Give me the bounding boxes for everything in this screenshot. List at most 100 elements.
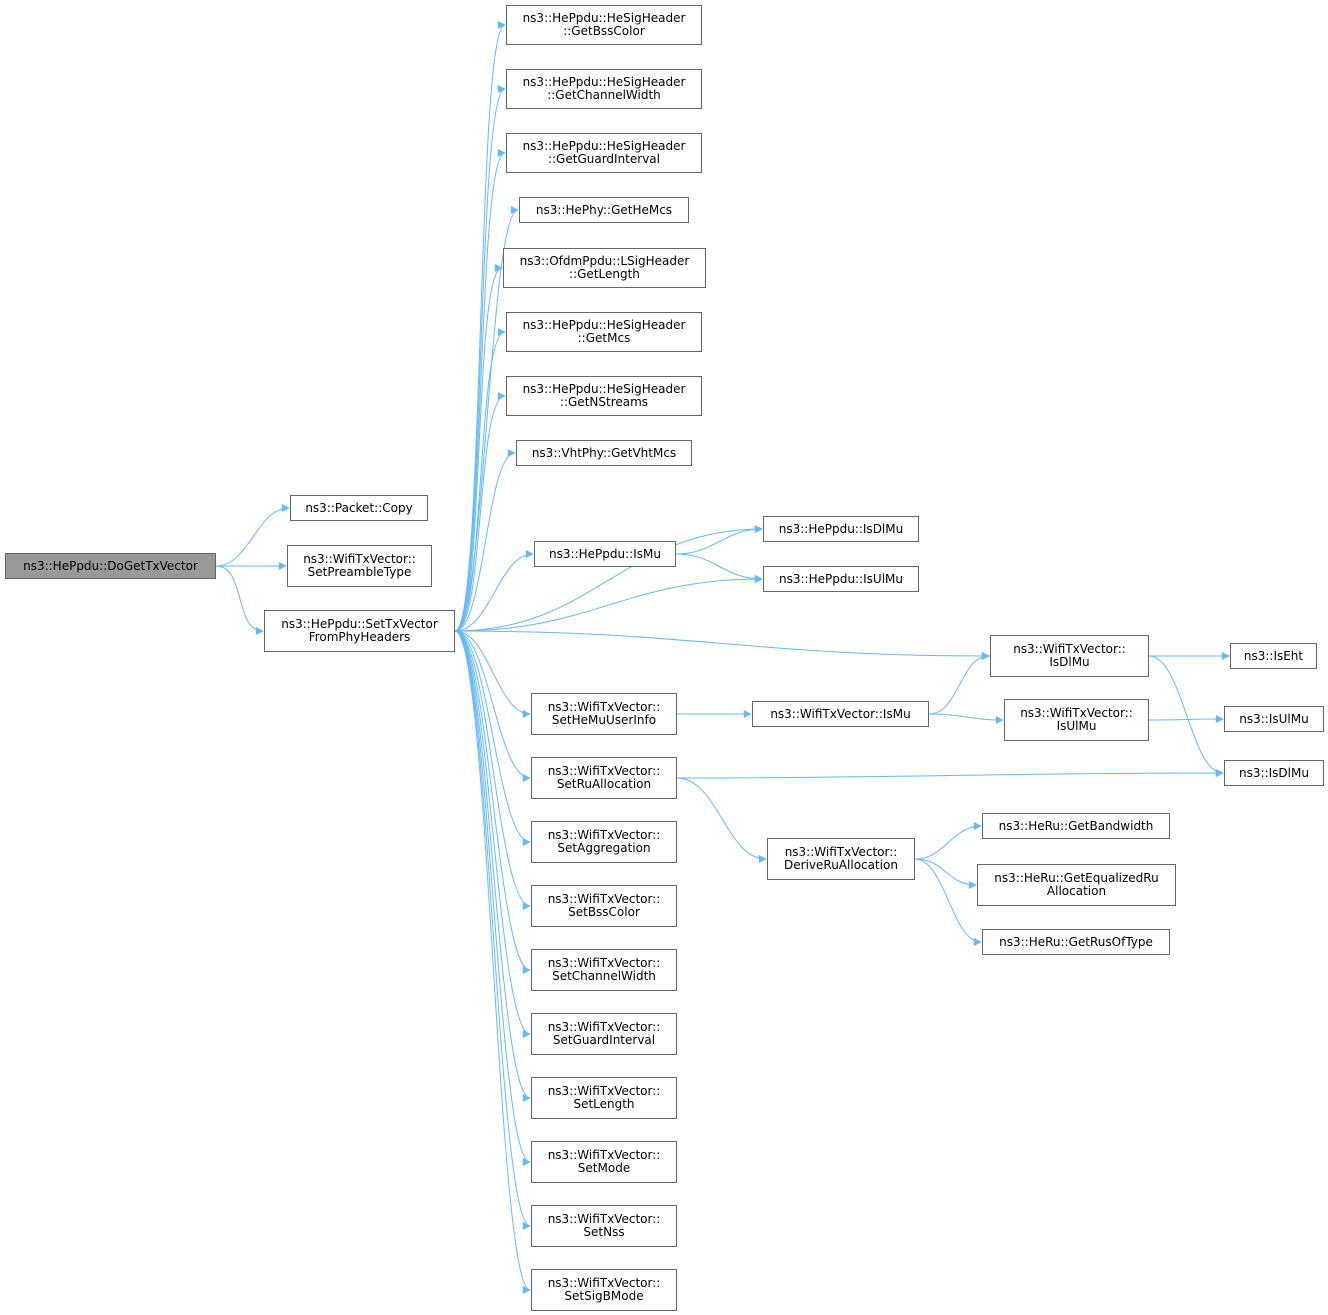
node-label-line: ns3::HePpdu::IsMu: [549, 546, 661, 561]
node-set-bss-color[interactable]: ns3::WifiTxVector::SetBssColor: [531, 885, 677, 927]
node-label-line: ns3::HeRu::GetBandwidth: [998, 818, 1154, 833]
node-label-line: ns3::HePpdu::HeSigHeader: [522, 139, 686, 153]
node-label-line: ns3::HeRu::GetRusOfType: [999, 934, 1153, 949]
node-get-vht-mcs[interactable]: ns3::VhtPhy::GetVhtMcs: [516, 440, 692, 466]
node-label-line: DeriveRuAllocation: [784, 858, 898, 872]
edge-set-txvector-from-phy-headers-to-get-vht-mcs: [454, 449, 516, 632]
edge-wtv-ismu-to-wtv-isulmu: [928, 713, 1004, 724]
edge-set-txvector-from-phy-headers-to-wtv-isdlmu: [454, 630, 990, 660]
edge-derive-ru-allocation-to-heru-get-rus-of-type: [914, 858, 982, 946]
node-set-length[interactable]: ns3::WifiTxVector::SetLength: [531, 1077, 677, 1119]
node-label-line: ns3::IsDlMu: [1239, 765, 1309, 780]
node-get-channel-width[interactable]: ns3::HePpdu::HeSigHeader::GetChannelWidt…: [506, 69, 702, 109]
node-label-line: ns3::HePpdu::SetTxVector: [281, 617, 438, 631]
node-label-line: SetMode: [577, 1161, 631, 1175]
node-label-line: IsDlMu: [1049, 655, 1090, 669]
edge-set-txvector-from-phy-headers-to-heppdu-isdlmu: [454, 525, 763, 632]
node-isulmu[interactable]: ns3::IsUlMu: [1224, 706, 1324, 732]
node-set-he-mu-user-info[interactable]: ns3::WifiTxVector::SetHeMuUserInfo: [531, 693, 677, 735]
node-label-line: SetLength: [573, 1097, 635, 1111]
node-root: ns3::HePpdu::DoGetTxVector: [5, 553, 216, 579]
node-get-nstreams[interactable]: ns3::HePpdu::HeSigHeader::GetNStreams: [506, 376, 702, 416]
node-label-line: ns3::HePpdu::HeSigHeader: [522, 11, 686, 25]
node-label-line: ns3::HePpdu::HeSigHeader: [522, 382, 686, 396]
node-label-line: SetHeMuUserInfo: [551, 713, 657, 727]
node-label-line: ns3::WifiTxVector::: [547, 1084, 661, 1098]
edge-set-txvector-from-phy-headers-to-get-bss-color: [454, 21, 506, 632]
edge-wtv-ismu-to-wtv-isdlmu: [928, 652, 990, 715]
node-label-line: ns3::IsUlMu: [1239, 711, 1309, 726]
node-label-line: FromPhyHeaders: [308, 630, 411, 644]
node-set-nss[interactable]: ns3::WifiTxVector::SetNss: [531, 1205, 677, 1247]
edge-set-txvector-from-phy-headers-to-get-channel-width: [454, 85, 506, 632]
node-label-line: ns3::HePpdu::IsUlMu: [778, 571, 903, 586]
node-label-line: ns3::WifiTxVector::: [784, 845, 898, 859]
node-label-line: ns3::WifiTxVector::: [1020, 706, 1133, 720]
node-label-line: ns3::WifiTxVector::: [547, 892, 661, 906]
node-label-line: ns3::WifiTxVector::: [547, 1212, 661, 1226]
node-label-line: ::GetMcs: [577, 331, 631, 345]
node-set-sigb-mode[interactable]: ns3::WifiTxVector::SetSigBMode: [531, 1269, 677, 1311]
node-get-mcs[interactable]: ns3::HePpdu::HeSigHeader::GetMcs: [506, 312, 702, 352]
edge-root-to-set-txvector-from-phy-headers: [215, 565, 264, 635]
node-set-preamble-type[interactable]: ns3::WifiTxVector::SetPreambleType: [287, 545, 432, 587]
node-label-line: ns3::HePpdu::HeSigHeader: [522, 75, 686, 89]
node-packet-copy[interactable]: ns3::Packet::Copy: [290, 495, 428, 521]
node-heru-get-bandwidth[interactable]: ns3::HeRu::GetBandwidth: [982, 813, 1170, 839]
node-label-line: ::GetNStreams: [559, 395, 649, 409]
node-heppdu-isulmu[interactable]: ns3::HePpdu::IsUlMu: [763, 566, 919, 592]
node-get-he-mcs[interactable]: ns3::HePhy::GetHeMcs: [519, 197, 689, 223]
node-get-length[interactable]: ns3::OfdmPpdu::LSigHeader::GetLength: [503, 248, 706, 288]
node-label-line: ns3::WifiTxVector::: [547, 956, 661, 970]
edge-set-txvector-from-phy-headers-to-get-mcs: [454, 328, 506, 632]
node-iseht[interactable]: ns3::IsEht: [1230, 643, 1317, 669]
edge-set-ru-allocation-to-derive-ru-allocation: [676, 777, 767, 863]
edge-set-txvector-from-phy-headers-to-set-aggregation: [454, 630, 531, 846]
node-label-line: ns3::WifiTxVector::: [547, 1148, 661, 1162]
edge-set-txvector-from-phy-headers-to-set-mode: [454, 630, 531, 1166]
node-label-line: ns3::HePhy::GetHeMcs: [535, 202, 673, 217]
edge-set-txvector-from-phy-headers-to-heppdu-isulmu: [454, 575, 763, 632]
node-wtv-isulmu[interactable]: ns3::WifiTxVector::IsUlMu: [1004, 699, 1149, 741]
node-label-line: ns3::WifiTxVector::: [547, 828, 661, 842]
edge-set-txvector-from-phy-headers-to-get-nstreams: [454, 392, 506, 632]
edge-set-txvector-from-phy-headers-to-set-nss: [454, 630, 531, 1230]
node-label-line: Allocation: [1046, 884, 1107, 898]
edge-set-txvector-from-phy-headers-to-heppdu-ismu: [454, 550, 534, 632]
edge-root-to-packet-copy: [215, 504, 290, 567]
node-derive-ru-allocation[interactable]: ns3::WifiTxVector::DeriveRuAllocation: [767, 838, 915, 880]
node-set-channel-width[interactable]: ns3::WifiTxVector::SetChannelWidth: [531, 949, 677, 991]
node-set-mode[interactable]: ns3::WifiTxVector::SetMode: [531, 1141, 677, 1183]
node-label-line: SetSigBMode: [564, 1289, 644, 1303]
edge-set-txvector-from-phy-headers-to-set-length: [454, 630, 531, 1102]
edge-derive-ru-allocation-to-heru-get-equalized-ru-allocation: [914, 858, 977, 889]
node-get-guard-interval[interactable]: ns3::HePpdu::HeSigHeader::GetGuardInterv…: [506, 133, 702, 173]
node-get-bss-color[interactable]: ns3::HePpdu::HeSigHeader::GetBssColor: [506, 5, 702, 45]
node-wtv-isdlmu[interactable]: ns3::WifiTxVector::IsDlMu: [990, 635, 1149, 677]
node-label-line: SetPreambleType: [307, 565, 412, 579]
edge-set-txvector-from-phy-headers-to-set-sigb-mode: [454, 630, 531, 1294]
node-set-aggregation[interactable]: ns3::WifiTxVector::SetAggregation: [531, 821, 677, 863]
node-label-line: ns3::WifiTxVector::: [547, 764, 661, 778]
edge-set-txvector-from-phy-headers-to-set-he-mu-user-info: [454, 630, 531, 718]
edge-wtv-isdlmu-to-isdlmu: [1148, 655, 1224, 777]
node-heppdu-ismu[interactable]: ns3::HePpdu::IsMu: [534, 541, 676, 567]
edge-set-txvector-from-phy-headers-to-get-guard-interval: [454, 149, 506, 632]
node-wtv-ismu[interactable]: ns3::WifiTxVector::IsMu: [752, 701, 929, 727]
node-heru-get-rus-of-type[interactable]: ns3::HeRu::GetRusOfType: [982, 929, 1170, 955]
edge-set-txvector-from-phy-headers-to-set-ru-allocation: [454, 630, 531, 782]
node-label-line: ns3::IsEht: [1243, 648, 1304, 663]
node-heppdu-isdlmu[interactable]: ns3::HePpdu::IsDlMu: [763, 516, 919, 542]
node-label-line: ns3::OfdmPpdu::LSigHeader: [519, 254, 690, 268]
node-isdlmu[interactable]: ns3::IsDlMu: [1224, 760, 1324, 786]
node-label-line: ::GetLength: [569, 267, 640, 281]
edge-set-ru-allocation-to-isdlmu: [676, 769, 1224, 779]
node-label-line: SetBssColor: [568, 905, 640, 919]
node-set-guard-interval[interactable]: ns3::WifiTxVector::SetGuardInterval: [531, 1013, 677, 1055]
node-label-line: SetChannelWidth: [552, 969, 656, 983]
node-label-line: ns3::WifiTxVector::: [1013, 642, 1126, 656]
node-set-ru-allocation[interactable]: ns3::WifiTxVector::SetRuAllocation: [531, 757, 677, 799]
